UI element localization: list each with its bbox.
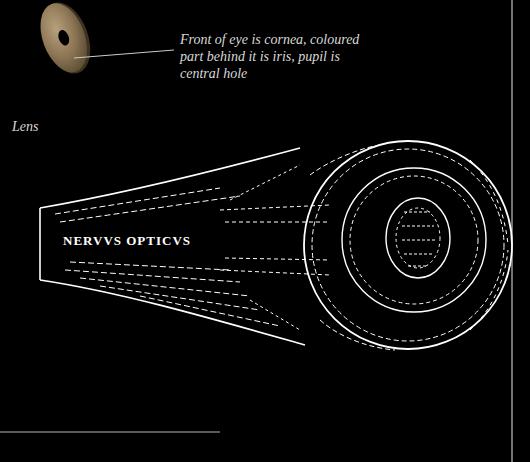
part-label: Lens bbox=[12, 118, 38, 135]
callout-note: Front of eye is cornea, coloured part be… bbox=[180, 31, 370, 82]
iris-disc bbox=[32, 0, 100, 81]
part-label: NERVVS OPTICVS bbox=[60, 233, 194, 249]
rule-line bbox=[0, 431, 220, 433]
optic-nerve bbox=[40, 148, 330, 345]
leader-line bbox=[74, 50, 174, 58]
eyeball bbox=[304, 141, 512, 350]
